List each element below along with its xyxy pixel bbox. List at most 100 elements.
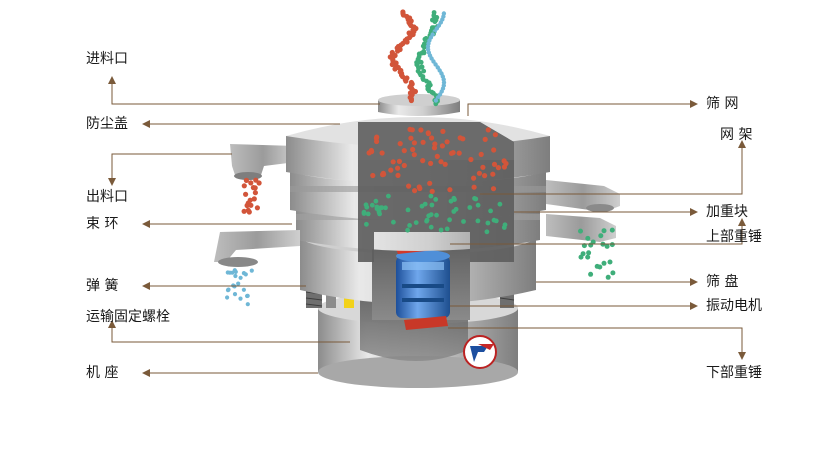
particle: [585, 235, 591, 241]
particle: [495, 165, 501, 171]
particle: [407, 223, 412, 228]
particle: [418, 127, 424, 133]
particle: [365, 211, 371, 217]
particle: [374, 138, 380, 145]
machine-illustration: [214, 9, 620, 388]
particle: [253, 177, 259, 183]
particle: [438, 159, 444, 165]
particle: [424, 218, 429, 224]
particle: [433, 98, 439, 103]
label-base: 机 座: [86, 365, 119, 381]
particle: [434, 212, 439, 218]
particle: [588, 271, 594, 277]
lower-outlet: [214, 230, 300, 267]
label-feed-inlet: 进料口: [86, 51, 128, 67]
particle: [238, 275, 243, 280]
particle: [248, 180, 254, 186]
particle: [578, 254, 584, 260]
particle: [426, 213, 432, 219]
particle: [396, 158, 402, 164]
particle: [419, 64, 425, 70]
particle: [395, 165, 401, 171]
particle: [501, 158, 507, 164]
particle: [432, 141, 438, 147]
particle: [428, 224, 434, 230]
particle: [422, 36, 428, 42]
particle: [374, 134, 380, 140]
particle: [403, 78, 409, 84]
particle: [236, 281, 241, 286]
particle: [412, 188, 418, 194]
particle: [416, 184, 422, 190]
particle: [460, 136, 466, 142]
lower-weight: [404, 316, 448, 330]
particle: [425, 130, 431, 137]
particle: [361, 209, 367, 215]
particle: [397, 141, 403, 147]
particle: [391, 219, 396, 225]
particle: [609, 242, 615, 248]
particle: [610, 270, 616, 276]
particle: [585, 254, 591, 260]
label-lower-weight: 下部重锤: [706, 365, 762, 381]
interior-cutaway: [358, 122, 514, 262]
particle: [438, 227, 444, 233]
particle: [597, 264, 603, 270]
particle: [419, 203, 425, 209]
particle: [488, 208, 493, 214]
label-upper-weight: 上部重锤: [706, 229, 762, 245]
particle: [484, 229, 490, 235]
particle: [433, 197, 439, 202]
particle: [416, 65, 421, 70]
label-discharge-outlet: 出料口: [86, 189, 128, 205]
particle: [389, 61, 395, 68]
particle: [409, 127, 415, 133]
particle: [478, 151, 484, 157]
particle: [252, 185, 258, 191]
particle: [245, 200, 251, 206]
particle: [410, 146, 416, 153]
particle: [364, 221, 369, 227]
label-clamp-ring: 束 环: [86, 216, 119, 232]
label-screen-tray: 筛 盘: [706, 274, 739, 290]
particle: [383, 205, 388, 211]
particle: [476, 170, 482, 176]
particle: [386, 193, 391, 199]
particle: [601, 260, 607, 266]
particle: [401, 148, 407, 154]
particle: [601, 228, 607, 234]
particle: [245, 302, 250, 307]
particle: [447, 187, 453, 193]
particle: [363, 202, 369, 208]
label-screen-mesh: 筛 网: [706, 96, 739, 112]
particle: [450, 150, 456, 156]
particle: [475, 202, 481, 208]
particle: [429, 202, 435, 208]
particle: [609, 227, 615, 233]
particle: [241, 208, 247, 214]
particle: [475, 218, 481, 224]
particle: [473, 196, 479, 202]
particle: [411, 140, 417, 146]
right-outlets: [546, 180, 620, 242]
particle: [413, 220, 419, 226]
particle: [380, 170, 386, 176]
vibration-motor: [396, 250, 450, 318]
label-transport-bolt: 运输固定螺栓: [86, 309, 170, 325]
particle: [249, 268, 254, 273]
particle: [428, 160, 434, 166]
particle: [246, 209, 252, 215]
particle: [376, 209, 382, 215]
particle: [444, 226, 450, 232]
particle: [379, 150, 385, 156]
particle: [490, 186, 497, 192]
particle: [241, 183, 247, 189]
particle: [468, 156, 474, 163]
particle: [493, 218, 499, 224]
particle: [406, 183, 412, 189]
particle: [368, 147, 374, 154]
particle: [588, 242, 594, 248]
particle: [420, 158, 426, 164]
leader-lines: [108, 76, 746, 377]
